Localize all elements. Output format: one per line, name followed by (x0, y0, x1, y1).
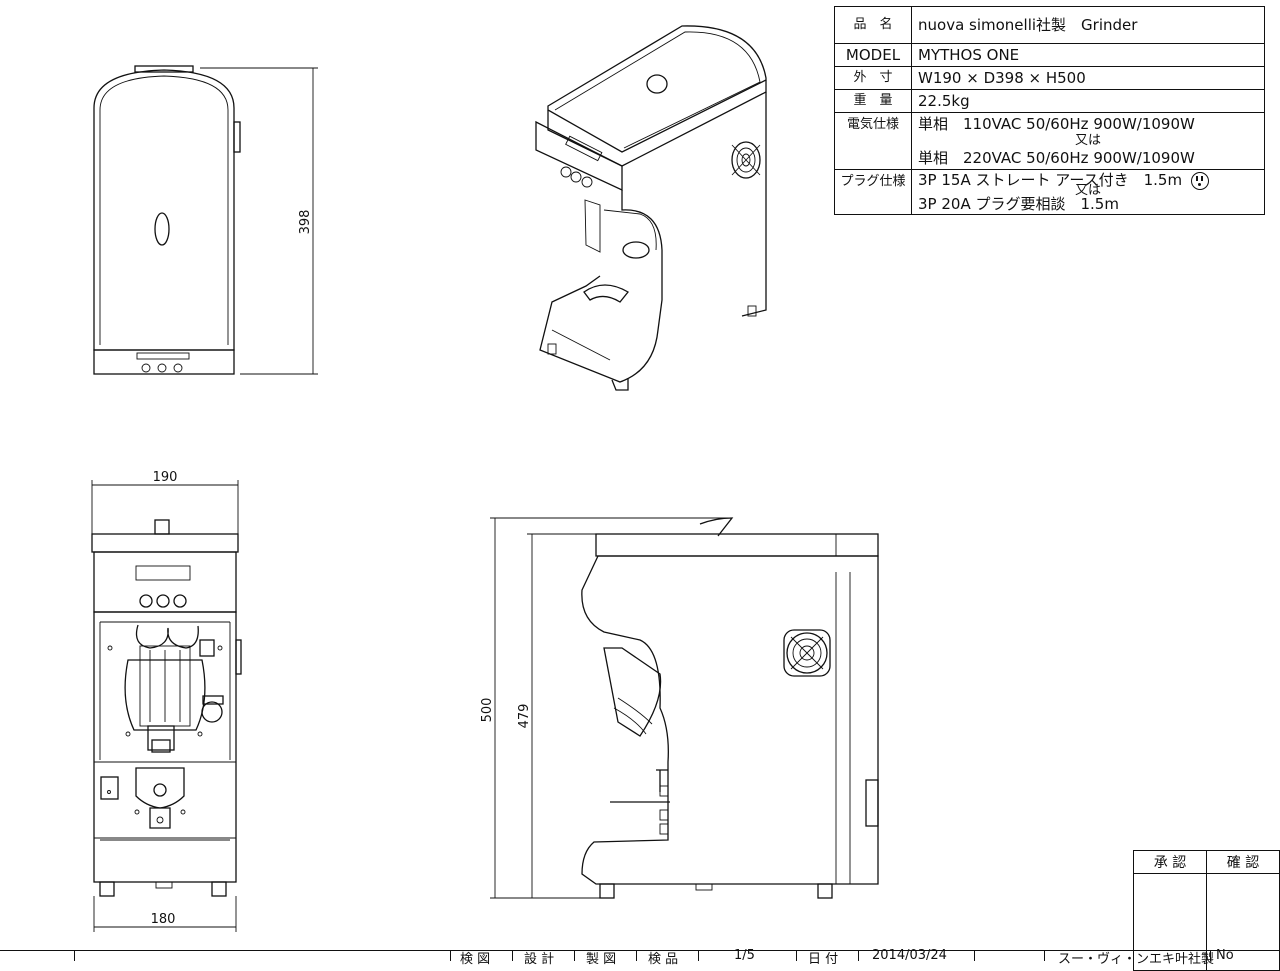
spec-row-plug: プラグ仕様 3P 15A ストレート アース付き 1.5m 又は 3P 20A … (834, 169, 1265, 215)
title-check: 検 図 (460, 952, 491, 967)
confirm-label: 確 認 (1206, 850, 1280, 874)
front-lid (91, 533, 239, 553)
spec-row-size: 外 寸 W190 × D398 × H500 (834, 66, 1265, 90)
electric-line-2: 単相 220VAC 50/60Hz 900W/1090W (918, 149, 1195, 167)
dim-500: 500 (480, 698, 495, 723)
approval-stamp-area (1133, 873, 1207, 971)
top-view: 398 (93, 65, 318, 375)
title-design: 設 計 (524, 952, 555, 967)
dim-479: 479 (517, 704, 532, 729)
title-inspect: 検 品 (648, 952, 679, 967)
spec-row-weight: 重 量 22.5kg (834, 89, 1265, 113)
iso-lid-handle (646, 74, 668, 94)
dim-190: 190 (153, 470, 178, 485)
electric-or: 又は (1074, 133, 1101, 148)
electric-line-1: 単相 110VAC 50/60Hz 900W/1090W (918, 115, 1195, 133)
isometric-view (535, 25, 767, 391)
iso-portafilter-knob (622, 241, 650, 259)
spec-label: 重 量 (834, 89, 912, 113)
iso-control-panel (535, 120, 623, 192)
front-control-panel (93, 551, 237, 613)
front-view: 190 1 (91, 470, 242, 932)
spec-label: プラグ仕様 (834, 169, 912, 215)
spec-row-model: MODEL MYTHOS ONE (834, 43, 1265, 67)
fan-grille-icon (731, 141, 761, 179)
front-power-switch (100, 776, 119, 800)
spec-label: 品 名 (834, 6, 912, 44)
title-scale: 1/5 (734, 948, 755, 963)
front-panel-top (93, 349, 235, 375)
title-no: No (1216, 948, 1234, 963)
side-body (581, 555, 879, 885)
front-grinder-chamber (124, 659, 206, 731)
spec-label: 電気仕様 (834, 112, 912, 170)
title-company: スー・ヴィ・ンエキ叶社製 (1058, 952, 1215, 967)
display-top (136, 352, 190, 360)
spec-value: MYTHOS ONE (911, 43, 1265, 67)
spec-value: 22.5kg (911, 89, 1265, 113)
side-view: 500 479 (480, 517, 879, 899)
spec-label: 外 寸 (834, 66, 912, 90)
outlet-icon (1190, 171, 1209, 190)
title-block: 検 図 設 計 製 図 検 品 1/5 日 付 2014/03/24 スー・ヴィ… (0, 948, 1280, 967)
plug-line-2: 3P 20A プラグ要相談 1.5m (918, 195, 1119, 213)
confirm-stamp-area (1206, 873, 1280, 971)
front-fork-holder (135, 767, 185, 809)
spec-value: W190 × D398 × H500 (911, 66, 1265, 90)
approval-label: 承 認 (1133, 850, 1207, 874)
top-view-outline (93, 69, 235, 351)
front-display (135, 565, 191, 581)
title-draw: 製 図 (586, 952, 617, 967)
side-power-inlet (865, 779, 879, 827)
spec-row-electric: 電気仕様 単相 110VAC 50/60Hz 900W/1090W 又は 単相 … (834, 112, 1265, 170)
title-date-label: 日 付 (808, 952, 839, 967)
side-hopper-chute (603, 647, 662, 737)
spec-table: 品 名 nuova simonelli社製 Grinder MODEL MYTH… (834, 6, 1265, 215)
front-portafilter-knob (201, 701, 223, 723)
dim-180: 180 (151, 912, 176, 927)
iso-fork (583, 284, 629, 303)
spec-row-product: 品 名 nuova simonelli社製 Grinder (834, 6, 1265, 44)
iso-lid (547, 25, 767, 153)
spec-value: nuova simonelli社製 Grinder (911, 6, 1265, 44)
plug-line-1: 3P 15A ストレート アース付き 1.5m (918, 171, 1183, 189)
spec-label: MODEL (834, 43, 912, 67)
approval-box: 承 認 確 認 (1133, 850, 1280, 971)
fan-grille-side-icon (783, 629, 831, 677)
top-latch (134, 65, 194, 73)
plug-or: 又は (1074, 183, 1101, 198)
title-date: 2014/03/24 (872, 948, 947, 963)
dim-398: 398 (298, 210, 313, 235)
lid-handle (154, 212, 170, 246)
